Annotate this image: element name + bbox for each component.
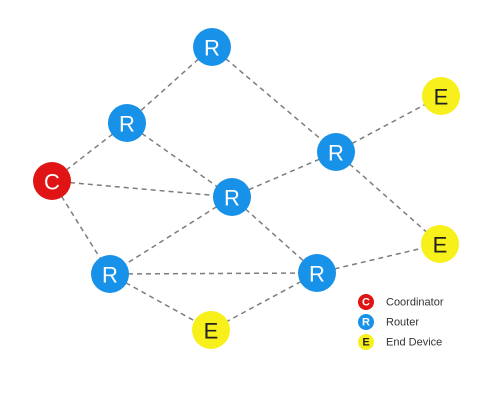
node-label: C [44, 170, 60, 195]
legend-item-router: R Router [358, 314, 419, 330]
node-end-device-e2: E [421, 225, 459, 263]
node-label: R [204, 36, 220, 61]
legend-swatch [358, 294, 374, 310]
edge-r3-e1 [335, 95, 442, 153]
node-circle [91, 255, 129, 293]
legend-item-coordinator: C Coordinator [358, 294, 444, 310]
node-label: R [119, 112, 135, 137]
legend-swatch-letter: R [362, 317, 370, 329]
node-circle [317, 133, 355, 171]
legend-swatch-letter: E [362, 337, 369, 349]
node-label: R [309, 262, 325, 287]
legend-swatch-letter: C [362, 297, 370, 309]
legend-swatch [358, 314, 374, 330]
node-coordinator-c1: C [33, 162, 71, 200]
node-circle [213, 178, 251, 216]
node-circle [193, 28, 231, 66]
node-router-r5: R [91, 255, 129, 293]
node-label: E [434, 85, 449, 110]
legend-item-end-device: E End Device [358, 334, 442, 350]
edge-r6-e3 [210, 272, 318, 331]
edge-r4-r5 [109, 196, 233, 275]
legend-label: Coordinator [386, 297, 444, 309]
node-circle [422, 77, 460, 115]
node-circle [108, 104, 146, 142]
node-label: R [328, 141, 344, 166]
edge-r6-e2 [316, 243, 441, 274]
edge-r5-e3 [109, 273, 212, 331]
legend-label: End Device [386, 337, 442, 349]
node-router-r1: R [193, 28, 231, 66]
legend-swatch [358, 334, 374, 350]
node-label: R [224, 186, 240, 211]
node-router-r6: R [298, 254, 336, 292]
node-circle [33, 162, 71, 200]
node-router-r3: R [317, 133, 355, 171]
edge-c1-r4 [51, 180, 233, 198]
edge-r2-c1 [51, 122, 128, 182]
node-circle [298, 254, 336, 292]
node-router-r4: R [213, 178, 251, 216]
node-router-r2: R [108, 104, 146, 142]
node-circle [192, 311, 230, 349]
node-circle [421, 225, 459, 263]
node-label: E [433, 233, 448, 258]
edge-r4-r6 [231, 196, 318, 274]
node-end-device-e3: E [192, 311, 230, 349]
node-label: R [102, 263, 118, 288]
node-end-device-e1: E [422, 77, 460, 115]
edge-r3-e2 [335, 151, 441, 245]
edge-r1-r2 [126, 46, 213, 124]
node-label: E [204, 319, 219, 344]
legend-label: Router [386, 317, 419, 329]
edge-r5-r6 [109, 272, 318, 275]
edge-r2-r4 [126, 122, 233, 198]
edge-r1-r3 [211, 46, 337, 153]
